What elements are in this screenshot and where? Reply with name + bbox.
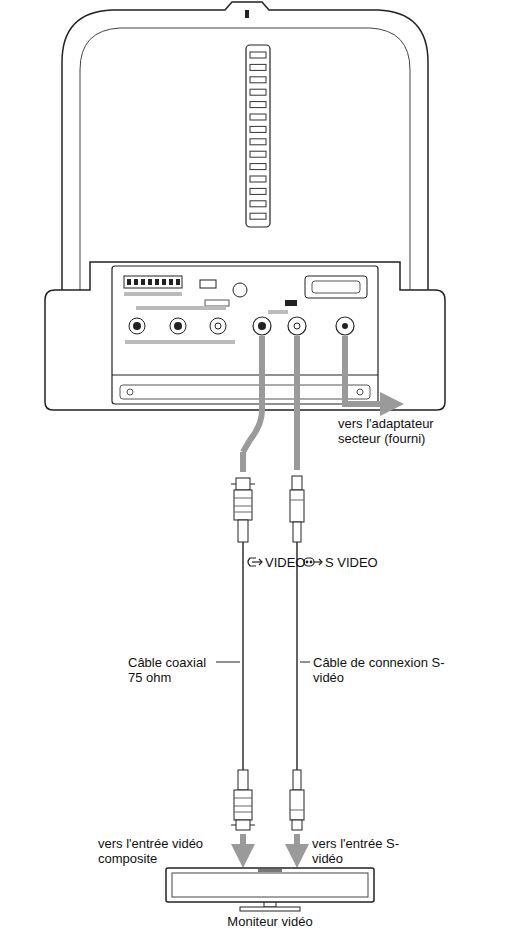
rs232-port [305, 276, 367, 298]
destination-label: vers l'entrée vidéo composite [98, 836, 230, 866]
power-label: vers l'adaptateur secteur (fourni) [338, 416, 468, 446]
svideo-out-icon [304, 558, 322, 566]
svideo-cable-run [294, 336, 300, 452]
arrow-down [294, 834, 300, 856]
leader-line [216, 662, 240, 663]
bnc-jack [253, 317, 271, 335]
dc-jack [336, 317, 354, 335]
connector-panel [112, 266, 378, 404]
svideo-plug [290, 476, 304, 770]
signal-name: S VIDEO [325, 555, 395, 570]
cable-name: Câble coaxial 75 ohm [128, 655, 216, 685]
leader-line [300, 662, 310, 663]
bnc-plug [231, 478, 255, 770]
camera-head [62, 2, 428, 300]
power-cable-run [345, 336, 392, 404]
video-monitor: Moniteur vidéo [150, 862, 390, 929]
camera-head-inner [80, 28, 410, 300]
video-cable-run [243, 336, 262, 452]
signal-name: VIDEO [265, 555, 310, 570]
destination-label: vers l'entrée S-vidéo [312, 836, 412, 866]
node-title: Moniteur vidéo [150, 862, 390, 929]
svideo-plug-bottom [290, 770, 304, 830]
dip-switch [124, 276, 182, 288]
video-out-icon [248, 558, 262, 566]
bnc-plug-bottom [231, 770, 255, 830]
arrow-down [240, 834, 246, 856]
svideo-jack [288, 317, 306, 335]
button [233, 283, 247, 297]
camera-base [45, 262, 445, 410]
cable-name: Câble de connexion S-vidéo [313, 655, 448, 685]
grille [246, 45, 270, 227]
